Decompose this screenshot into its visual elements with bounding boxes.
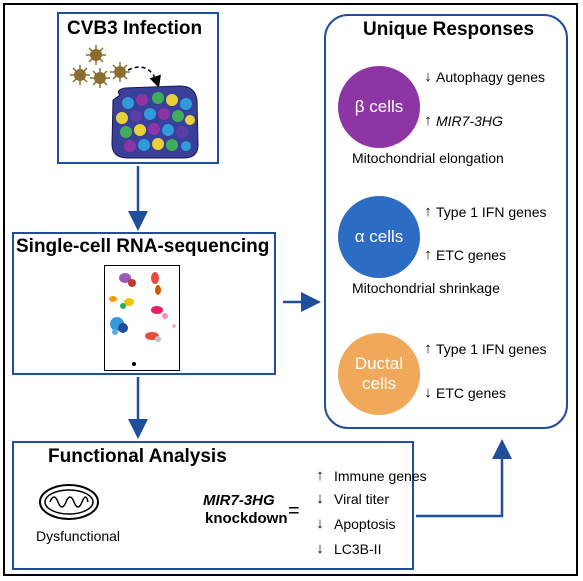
dysfunctional-label: Dysfunctional	[36, 528, 121, 544]
response-item-label: ETC genes	[436, 384, 507, 401]
down-arrow-icon: ↓	[316, 515, 324, 532]
islet-cells-icon	[111, 85, 199, 159]
down-arrow-icon: ↓	[316, 540, 324, 557]
gene-label: MIR7-3HG	[203, 492, 275, 509]
virus-icon	[70, 45, 130, 88]
umap-plot-icon	[104, 265, 180, 371]
alpha-caption: Mitochondrial shrinkage	[352, 280, 500, 296]
ductal-item-etc: ↓ ETC genes	[423, 384, 506, 401]
beta-item-mir7: ↑ MIR7-3HG	[423, 112, 503, 129]
response-item-label: Autophagy genes	[436, 68, 545, 85]
functional-title: Functional Analysis	[48, 446, 227, 467]
ductal-cells-label-2: cells	[361, 374, 396, 393]
down-arrow-icon: ↓	[316, 490, 324, 507]
figure-frame	[3, 3, 578, 576]
ductal-cells-circle: Ductal cells	[338, 333, 420, 415]
equals-sign: =	[288, 500, 300, 522]
effect-label: LC3B-II	[334, 540, 382, 557]
response-item-label: MIR7-3HG	[436, 112, 503, 129]
beta-cells-label: β cells	[354, 97, 404, 116]
flow-arrow-functional-to-responses	[416, 439, 512, 518]
knockdown-label: knockdown	[205, 510, 288, 527]
down-arrow-icon: ↓	[424, 384, 432, 401]
alpha-cells-circle: α cells	[338, 196, 420, 278]
up-arrow-icon: ↑	[424, 203, 432, 220]
infection-title: CVB3 Infection	[67, 18, 203, 39]
down-arrow-icon: ↓	[424, 68, 432, 85]
alpha-cells-label: α cells	[354, 227, 404, 246]
effect-label: Viral titer	[334, 490, 389, 507]
infection-arrow	[127, 66, 161, 88]
up-arrow-icon: ↑	[316, 467, 324, 484]
up-arrow-icon: ↑	[424, 340, 432, 357]
effect-immune-genes: ↑ Immune genes	[315, 467, 427, 484]
response-item-label: Type 1 IFN genes	[436, 340, 547, 357]
beta-item-autophagy: ↓ Autophagy genes	[423, 68, 545, 85]
functional-box	[12, 441, 414, 570]
response-item-label: ETC genes	[436, 246, 507, 263]
ductal-cells-label-1: Ductal	[354, 354, 404, 373]
mitochondrion-icon	[38, 482, 100, 522]
alpha-item-etc: ↑ ETC genes	[423, 246, 506, 263]
alpha-item-ifn: ↑ Type 1 IFN genes	[423, 203, 547, 220]
up-arrow-icon: ↑	[424, 246, 432, 263]
response-item-label: Type 1 IFN genes	[436, 203, 547, 220]
beta-cells-circle: β cells	[338, 66, 420, 148]
up-arrow-icon: ↑	[424, 112, 432, 129]
beta-caption: Mitochondrial elongation	[352, 150, 504, 166]
effect-apoptosis: ↓ Apoptosis	[315, 515, 395, 532]
effect-label: Apoptosis	[334, 515, 396, 532]
sequencing-title: Single-cell RNA-sequencing	[16, 236, 270, 257]
effect-lc3b: ↓ LC3B-II	[315, 540, 381, 557]
ductal-item-ifn: ↑ Type 1 IFN genes	[423, 340, 547, 357]
effect-label: Immune genes	[334, 467, 427, 484]
responses-title: Unique Responses	[363, 19, 535, 40]
effect-viral-titer: ↓ Viral titer	[315, 490, 389, 507]
